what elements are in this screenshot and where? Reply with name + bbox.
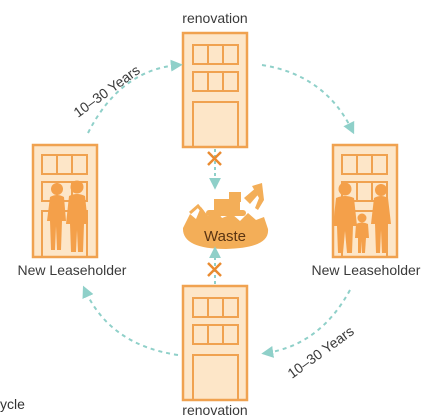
cross-icon-bottom — [207, 262, 222, 277]
years-label-top: 10–30 Years — [70, 62, 142, 121]
renovation-label-bottom: renovation — [182, 402, 247, 418]
building-left — [31, 143, 99, 259]
new-leaseholder-label-left: New Leaseholder — [18, 262, 127, 278]
building-bottom — [181, 284, 249, 402]
clipped-caption-text: ycle — [0, 396, 25, 412]
new-leaseholder-label-right: New Leaseholder — [312, 262, 421, 278]
years-label-bottom: 10–30 Years — [284, 323, 356, 382]
arc-bottom-to-left — [82, 285, 179, 356]
arc-left-to-top — [87, 59, 183, 134]
renovation-label-top: renovation — [182, 10, 247, 26]
building-top — [181, 31, 249, 149]
family-figure — [333, 182, 391, 253]
cross-icon-top — [207, 151, 222, 166]
arc-right-to-bottom — [261, 289, 351, 358]
waste-pile — [182, 183, 269, 249]
couple-figure — [47, 180, 88, 252]
arc-top-to-right — [261, 64, 355, 135]
waste-label: Waste — [204, 228, 246, 245]
